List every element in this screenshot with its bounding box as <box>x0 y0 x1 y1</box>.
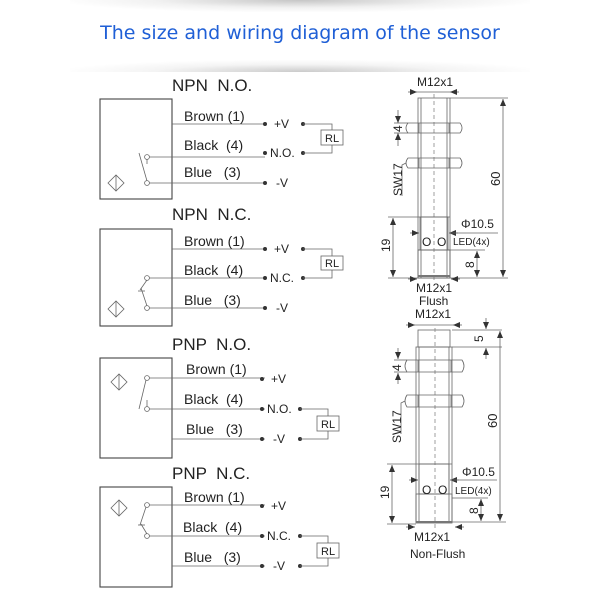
sensor-box <box>99 228 173 327</box>
page-title: The size and wiring diagram of the senso… <box>100 22 500 44</box>
relay-load-box <box>316 542 340 559</box>
dimension-drawing-flush: M12x1 O O <box>379 75 508 308</box>
inductive-sensor-icon <box>107 300 125 318</box>
switch-nc-icon <box>138 275 150 311</box>
led-window-icon: O <box>422 235 431 249</box>
wire-label: Brown (1) <box>184 108 245 124</box>
terminal-label: N.C. <box>270 271 294 285</box>
load-label: RL <box>325 133 339 145</box>
mount-type-label: Non-Flush <box>410 547 465 561</box>
switch-no-icon <box>138 375 150 412</box>
wire-label: Black (4) <box>184 137 243 153</box>
wrench-size-label: SW17 <box>390 410 404 443</box>
thread-bottom-label: M12x1 <box>416 281 452 295</box>
sensor-body: O O <box>405 94 463 282</box>
terminal-label: -V <box>273 559 285 573</box>
wiring-npn-nc: NPN N.C. Brown (1) Black (4) Blue (3) +V… <box>99 205 344 327</box>
wiring-heading: NPN N.O. <box>172 76 252 95</box>
terminal-label: +V <box>274 242 289 256</box>
protrusion-label: 5 <box>472 335 486 342</box>
led-window-icon: O <box>437 235 446 249</box>
wiring-heading: PNP N.C. <box>172 464 250 483</box>
wire-label: Black (4) <box>184 391 243 407</box>
inductive-sensor-icon <box>110 499 128 517</box>
wire-label: Brown (1) <box>184 489 245 505</box>
title-shadow-band <box>70 60 530 72</box>
sensor-body: O O <box>404 328 465 530</box>
led-label: LED(4x) <box>453 237 490 248</box>
sensor-box <box>99 357 173 459</box>
wiring-heading: NPN N.C. <box>172 205 251 224</box>
terminal-label: -V <box>276 176 288 190</box>
led-section-length-label: 19 <box>378 485 392 499</box>
relay-load-box <box>316 415 340 432</box>
wire-label: Blue (3) <box>184 164 241 180</box>
dimension-drawing-non-flush: M12x1 O O <box>378 307 506 561</box>
switch-no-icon <box>138 152 150 186</box>
wire-label: Brown (1) <box>184 233 245 249</box>
length-label: 60 <box>485 414 500 428</box>
diameter-label: Φ10.5 <box>461 217 494 231</box>
top-shadow-band <box>70 0 530 12</box>
terminal-label: N.O. <box>270 146 295 160</box>
thread-top-label: M12x1 <box>415 307 451 321</box>
terminal-label: -V <box>276 301 288 315</box>
wiring-pnp-no: PNP N.O. Brown (1) Black (4) Blue (3) +V… <box>99 335 340 459</box>
led-window-icon: O <box>422 483 431 497</box>
thread-bottom-label: M12x1 <box>414 530 450 544</box>
mount-type-label: Flush <box>419 294 448 308</box>
tail-length-label: 8 <box>467 507 481 514</box>
switch-nc-icon <box>138 502 150 539</box>
sensor-box <box>99 98 173 200</box>
wire-label: Blue (3) <box>186 421 243 437</box>
nut-height-label: 4 <box>390 364 404 371</box>
terminal-label: -V <box>273 432 285 446</box>
wiring-npn-no: NPN N.O. Brown (1) Black (4) Blue (3) +V… <box>99 76 344 200</box>
thread-top-label: M12x1 <box>417 75 453 89</box>
wire-label: Blue (3) <box>184 292 241 308</box>
wire-label: Black (4) <box>184 262 243 278</box>
terminal-label: N.C. <box>267 529 291 543</box>
inductive-sensor-icon <box>107 174 125 192</box>
inductive-sensor-icon <box>110 373 128 391</box>
load-label: RL <box>321 419 335 431</box>
terminal-label: +V <box>274 117 289 131</box>
wiring-pnp-nc: PNP N.C. Brown (1) Black (4) Blue (3) +V… <box>99 464 340 588</box>
length-label: 60 <box>488 172 503 186</box>
relay-load-box <box>320 129 344 146</box>
led-label: LED(4x) <box>455 486 492 497</box>
relay-load-box <box>320 255 344 271</box>
wire-label: Blue (3) <box>184 549 241 565</box>
wrench-size-label: SW17 <box>391 163 405 196</box>
sensor-box <box>99 486 173 588</box>
terminal-label: +V <box>271 372 286 386</box>
terminal-label: +V <box>271 499 286 513</box>
diameter-label: Φ10.5 <box>462 465 495 479</box>
load-label: RL <box>321 546 335 558</box>
tail-length-label: 8 <box>463 261 477 268</box>
wire-label: Brown (1) <box>186 361 247 377</box>
wire-label: Black (4) <box>183 519 242 535</box>
led-section-length-label: 19 <box>379 238 393 252</box>
load-label: RL <box>325 258 339 270</box>
terminal-label: N.O. <box>267 402 292 416</box>
led-window-icon: O <box>438 483 447 497</box>
wiring-heading: PNP N.O. <box>172 335 251 354</box>
nut-height-label: 4 <box>391 125 405 132</box>
